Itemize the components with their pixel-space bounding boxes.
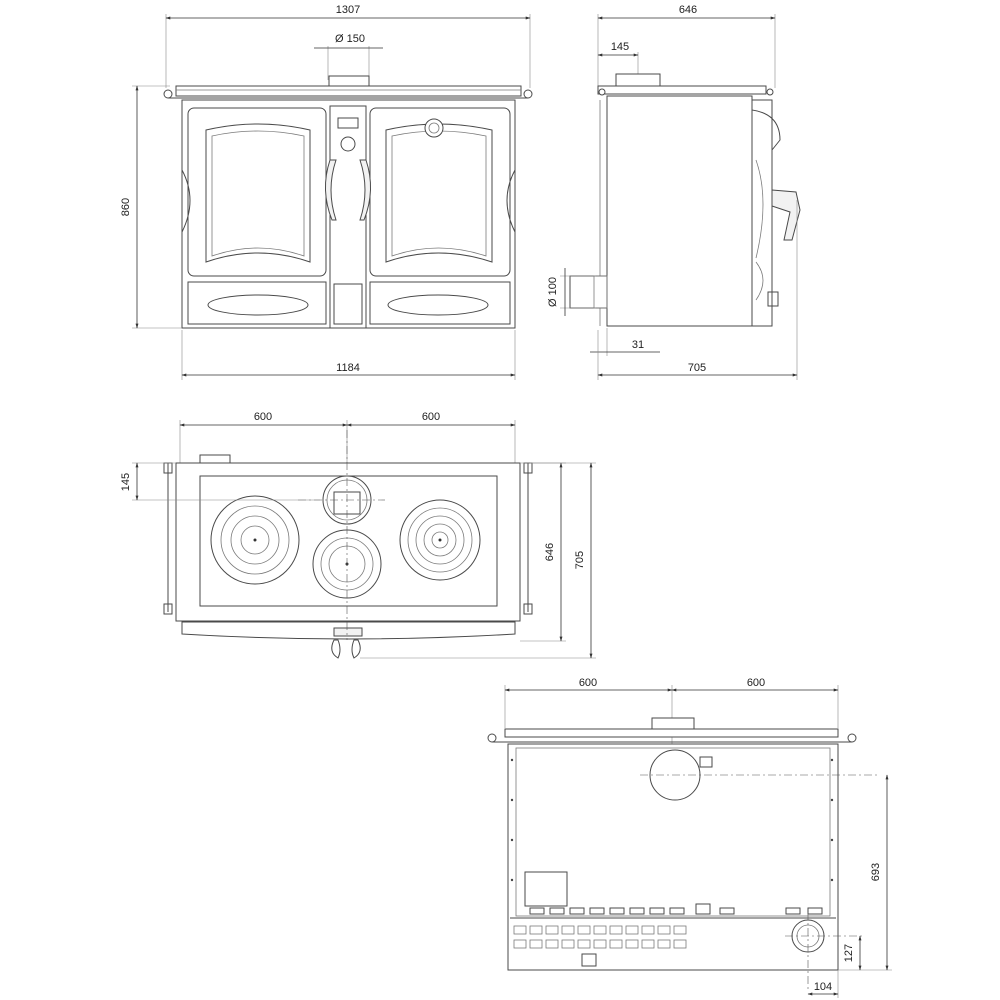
dim-label-rear-600-left: 600 — [579, 677, 597, 689]
dim-front-overall-width: 1307 — [165, 4, 531, 88]
dim-rear-widths: 600 600 — [504, 677, 839, 760]
dim-front-height: 860 — [120, 85, 182, 329]
dim-top-depth-overall: 705 — [360, 462, 596, 659]
dim-label-860: 860 — [120, 198, 132, 216]
dim-label-1184: 1184 — [336, 362, 360, 374]
stove-body — [181, 99, 516, 329]
rail-knob-left — [163, 89, 173, 99]
top-handle-knob-left — [331, 639, 341, 659]
dim-top-flue-offset: 145 — [120, 462, 320, 501]
top-view: 600 600 — [120, 411, 596, 659]
flue-collar — [328, 75, 370, 87]
dim-side-depth-top: 646 — [597, 4, 776, 88]
dim-label-pipe-100: Ø 100 — [547, 277, 559, 307]
front-view: 1307 Ø 150 — [120, 4, 533, 380]
thermometer-gauge — [424, 118, 444, 138]
rear-access-panel — [524, 871, 568, 907]
dim-label-side-145: 145 — [611, 41, 629, 53]
dim-side-overall-depth: 705 — [597, 200, 798, 380]
dim-label-top-600-right: 600 — [422, 411, 440, 423]
dim-label-1307: 1307 — [336, 4, 360, 16]
dim-rear-pipe-height: 127 — [843, 935, 862, 971]
dim-label-flue-150: Ø 150 — [335, 33, 365, 45]
dim-front-flue-diameter: Ø 150 — [314, 33, 383, 80]
dim-top-widths: 600 600 — [179, 411, 516, 470]
ash-drawers — [187, 281, 511, 325]
dim-front-body-width: 1184 — [181, 330, 516, 380]
dim-label-127: 127 — [843, 944, 855, 962]
rear-flue-collar — [651, 717, 695, 731]
center-column — [329, 105, 367, 329]
left-door-handle — [325, 159, 337, 221]
dim-label-705: 705 — [688, 362, 706, 374]
dim-label-top-600-left: 600 — [254, 411, 272, 423]
dim-side-flue-offset: 145 — [597, 41, 639, 76]
right-door-handle — [359, 159, 371, 221]
hot-plate-left — [210, 495, 300, 585]
damper-control — [337, 117, 359, 129]
dim-rear-pipe-offset: 104 — [807, 970, 839, 998]
dim-label-693: 693 — [870, 863, 882, 881]
dim-label-top-145: 145 — [120, 473, 132, 491]
dim-label-side-646: 646 — [679, 4, 697, 16]
top-handle-knob-right — [351, 639, 361, 659]
rear-side-studs — [510, 758, 834, 882]
hot-plate-right — [399, 499, 481, 581]
dim-label-31: 31 — [632, 339, 644, 351]
side-rear-pipe — [569, 275, 608, 309]
dim-side-pipe-offset: 31 — [590, 328, 660, 356]
dim-label-rear-600-right: 600 — [747, 677, 765, 689]
rear-vent-slots — [529, 903, 823, 915]
dim-side-pipe-diameter: Ø 100 — [547, 268, 596, 316]
dim-label-top-646: 646 — [544, 543, 556, 561]
dim-rear-flue-height: 693 — [838, 774, 892, 971]
dim-label-top-705: 705 — [574, 551, 586, 569]
rear-lower-grille — [513, 925, 687, 967]
side-door-profile — [751, 99, 801, 327]
side-door-handle — [771, 189, 801, 241]
damper-knob — [340, 136, 356, 152]
top-front-rail — [181, 621, 516, 640]
side-top-plate — [597, 85, 767, 95]
side-view: 646 145 — [547, 4, 801, 380]
dim-label-104: 104 — [814, 981, 832, 993]
rail-knob-right — [523, 89, 533, 99]
side-body — [606, 95, 753, 327]
hob-top-plate — [175, 85, 522, 97]
rear-view: 600 600 — [487, 677, 892, 998]
